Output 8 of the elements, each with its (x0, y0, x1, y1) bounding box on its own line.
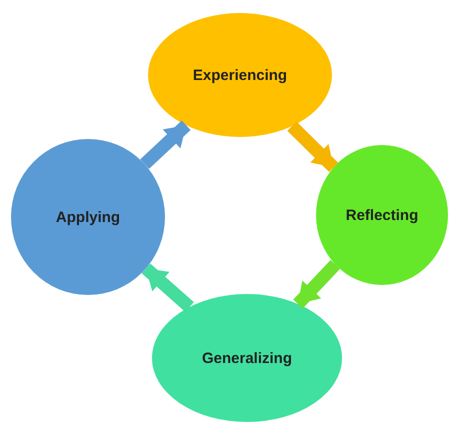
stage-label: Experiencing (192, 66, 288, 84)
stage-label: Reflecting (346, 206, 418, 224)
stage-label: Applying (56, 208, 120, 226)
block-arrow (293, 260, 340, 308)
block-arrow (287, 122, 338, 172)
block-arrow (140, 120, 191, 169)
stage-label: Generalizing (202, 350, 292, 366)
block-arrow (142, 264, 194, 312)
